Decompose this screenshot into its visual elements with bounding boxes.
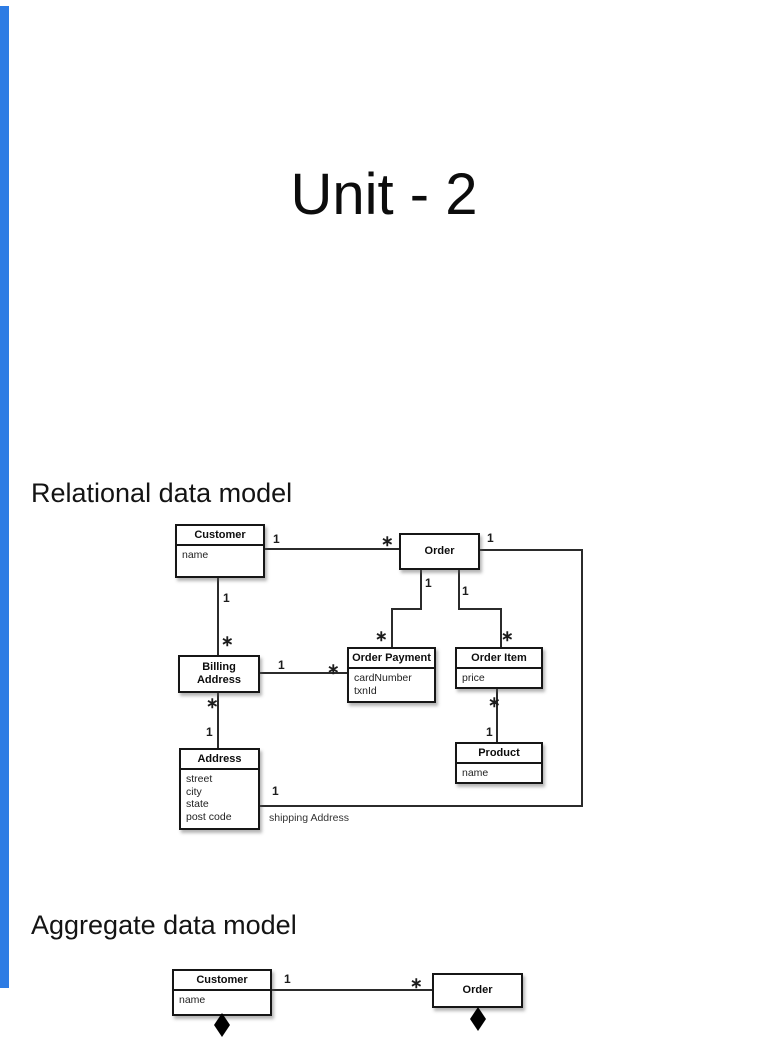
line-order-payment-stub-v1 (420, 570, 422, 610)
entity-order-item-title: Order Item (457, 649, 541, 669)
line-customer-order (265, 548, 399, 550)
line-order-right (480, 549, 583, 551)
attribute: name (179, 994, 206, 1006)
attribute: city (186, 785, 202, 798)
shipping-address-edge-label: shipping Address (269, 812, 349, 824)
line-order-item-stub-v1 (458, 570, 460, 610)
entity-order: Order (432, 973, 523, 1008)
attribute: name (182, 549, 209, 561)
left-accent-bar (0, 6, 9, 988)
entity-address: Address street city state post code (179, 748, 260, 830)
line-billing-address (217, 693, 219, 748)
attribute: name (462, 767, 489, 779)
relational-model-heading: Relational data model (31, 478, 293, 508)
multiplicity-label: 1 (278, 658, 285, 672)
multiplicity-label: ∗ (410, 975, 423, 992)
entity-product-title: Product (457, 744, 541, 764)
multiplicity-label: ∗ (221, 633, 234, 650)
attribute: post code (186, 810, 232, 823)
entity-order-item: Order Item price (455, 647, 543, 689)
entity-billing-address: Billing Address (178, 655, 260, 693)
multiplicity-label: ∗ (501, 628, 514, 645)
entity-order-title: Order (424, 545, 455, 557)
entity-billing-address-title: Billing Address (196, 661, 242, 686)
attribute: price (462, 672, 485, 684)
multiplicity-label: 1 (487, 531, 494, 545)
entity-order-item-attributes: price (457, 669, 541, 687)
multiplicity-label: 1 (206, 725, 213, 739)
multiplicity-label: ∗ (206, 695, 219, 712)
line-customer-order (272, 989, 432, 991)
multiplicity-label: 1 (284, 972, 291, 986)
entity-address-title: Address (181, 750, 258, 770)
line-billing-payment (260, 672, 347, 674)
line-order-item-stub-v2 (500, 608, 502, 647)
composition-diamond-icon (214, 1013, 230, 1037)
multiplicity-label: 1 (223, 591, 230, 605)
entity-order-payment: Order Payment cardNumber txnId (347, 647, 436, 703)
multiplicity-label: ∗ (375, 628, 388, 645)
multiplicity-label: 1 (425, 576, 432, 590)
entity-order-title: Order (462, 984, 493, 996)
entity-order: Order (399, 533, 480, 570)
line-order-item-stub-h (458, 608, 502, 610)
multiplicity-label: 1 (273, 532, 280, 546)
attribute: cardNumber (354, 672, 412, 684)
line-shipping-address (260, 805, 583, 807)
multiplicity-label: 1 (272, 784, 279, 798)
composition-diamond-icon (470, 1007, 486, 1031)
aggregate-model-heading: Aggregate data model (31, 910, 297, 940)
entity-address-attributes: street city state post code (181, 770, 258, 825)
slide-title: Unit - 2 (290, 162, 478, 227)
entity-customer-attributes: name (177, 546, 263, 564)
line-item-product (496, 689, 498, 742)
entity-order-payment-title: Order Payment (349, 649, 434, 669)
entity-product: Product name (455, 742, 543, 784)
multiplicity-label: 1 (462, 584, 469, 598)
multiplicity-label: ∗ (327, 661, 340, 678)
entity-customer-attributes: name (174, 991, 270, 1009)
entity-order-payment-attributes: cardNumber txnId (349, 669, 434, 699)
entity-product-attributes: name (457, 764, 541, 782)
line-right-vertical (581, 549, 583, 807)
multiplicity-label: 1 (486, 725, 493, 739)
multiplicity-label: ∗ (381, 533, 394, 550)
attribute: street (186, 773, 213, 785)
entity-customer-title: Customer (177, 526, 263, 546)
attribute: state (186, 798, 209, 810)
line-customer-billing (217, 578, 219, 655)
entity-customer: Customer name (175, 524, 265, 578)
multiplicity-label: ∗ (488, 694, 501, 711)
line-order-payment-stub-h (391, 608, 422, 610)
attribute: txnId (354, 684, 377, 697)
line-order-payment-stub-v2 (391, 608, 393, 647)
entity-customer: Customer name (172, 969, 272, 1016)
entity-customer-title: Customer (174, 971, 270, 991)
